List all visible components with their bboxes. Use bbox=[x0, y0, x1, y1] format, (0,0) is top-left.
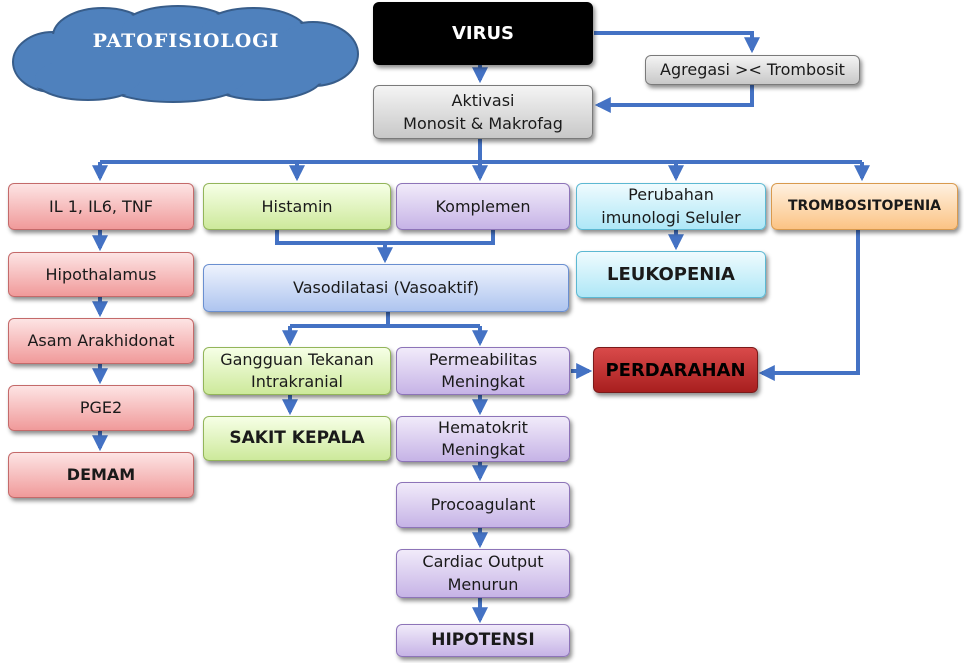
agregasi-trombosit-node: Agregasi >< Trombosit bbox=[645, 55, 860, 85]
pge2-node: PGE2 bbox=[8, 385, 194, 431]
trombositopenia-node: TROMBOSITOPENIA bbox=[771, 183, 958, 230]
komplemen-node: Komplemen bbox=[396, 183, 570, 230]
gangguan-line-1: Gangguan Tekanan bbox=[220, 349, 374, 369]
demam-label: DEMAM bbox=[66, 465, 136, 484]
hipotensi-node: HIPOTENSI bbox=[396, 624, 570, 657]
virus-label: VIRUS bbox=[451, 23, 515, 44]
imunologi-node: Perubahan imunologi Seluler bbox=[576, 183, 766, 230]
aktivasi-line-1: Aktivasi bbox=[451, 90, 515, 110]
procoagulant-node: Procoagulant bbox=[396, 482, 570, 528]
hematokrit-node: Hematokrit Meningkat bbox=[396, 416, 570, 462]
vasodilatasi-node: Vasodilatasi (Vasoaktif) bbox=[203, 264, 569, 312]
sakit-kepala-label: SAKIT KEPALA bbox=[229, 427, 365, 448]
agregasi-label: Agregasi >< Trombosit bbox=[660, 60, 845, 79]
histamin-node: Histamin bbox=[203, 183, 391, 230]
histamin-label: Histamin bbox=[261, 196, 333, 216]
aktivasi-node: Aktivasi Monosit & Makrofag bbox=[373, 85, 593, 139]
cardiac-line-2: Menurun bbox=[447, 574, 519, 594]
permeabilitas-node: Permeabilitas Meningkat bbox=[396, 347, 570, 395]
hematokrit-line-1: Hematokrit bbox=[438, 417, 528, 437]
gangguan-tekanan-node: Gangguan Tekanan Intrakranial bbox=[203, 347, 391, 395]
hipothalamus-node: Hipothalamus bbox=[8, 252, 194, 297]
title-cloud bbox=[12, 5, 359, 103]
leukopenia-label: LEUKOPENIA bbox=[606, 264, 735, 285]
vasodilatasi-label: Vasodilatasi (Vasoaktif) bbox=[293, 278, 479, 297]
imunologi-line-2: imunologi Seluler bbox=[601, 207, 741, 227]
perdarahan-label: PERDARAHAN bbox=[605, 359, 746, 381]
diagram-title: PATOFISIOLOGI bbox=[92, 30, 280, 52]
cardiac-line-1: Cardiac Output bbox=[422, 552, 544, 572]
perdarahan-node: PERDARAHAN bbox=[593, 347, 758, 393]
gangguan-line-2: Intrakranial bbox=[251, 372, 343, 391]
sakit-kepala-node: SAKIT KEPALA bbox=[203, 416, 391, 461]
permeabilitas-line-2: Meningkat bbox=[441, 372, 525, 391]
asam-arakhidonat-label: Asam Arakhidonat bbox=[27, 331, 175, 350]
virus-node: VIRUS bbox=[373, 2, 593, 65]
procoagulant-label: Procoagulant bbox=[430, 495, 536, 514]
hipotensi-label: HIPOTENSI bbox=[431, 629, 535, 650]
demam-node: DEMAM bbox=[8, 452, 194, 498]
cardiac-output-node: Cardiac Output Menurun bbox=[396, 549, 570, 598]
hematokrit-line-2: Meningkat bbox=[441, 440, 525, 459]
trombositopenia-label: TROMBOSITOPENIA bbox=[787, 198, 942, 214]
pge2-label: PGE2 bbox=[79, 398, 123, 417]
hipothalamus-label: Hipothalamus bbox=[45, 264, 157, 284]
komplemen-label: Komplemen bbox=[435, 196, 531, 216]
il-tnf-node: IL 1, IL6, TNF bbox=[8, 183, 194, 230]
imunologi-line-1: Perubahan bbox=[628, 185, 714, 205]
asam-arakhidonat-node: Asam Arakhidonat bbox=[8, 318, 194, 364]
il-tnf-label: IL 1, IL6, TNF bbox=[49, 196, 153, 216]
leukopenia-node: LEUKOPENIA bbox=[576, 251, 766, 298]
permeabilitas-line-1: Permeabilitas bbox=[428, 349, 538, 369]
aktivasi-line-2: Monosit & Makrofag bbox=[403, 114, 563, 133]
